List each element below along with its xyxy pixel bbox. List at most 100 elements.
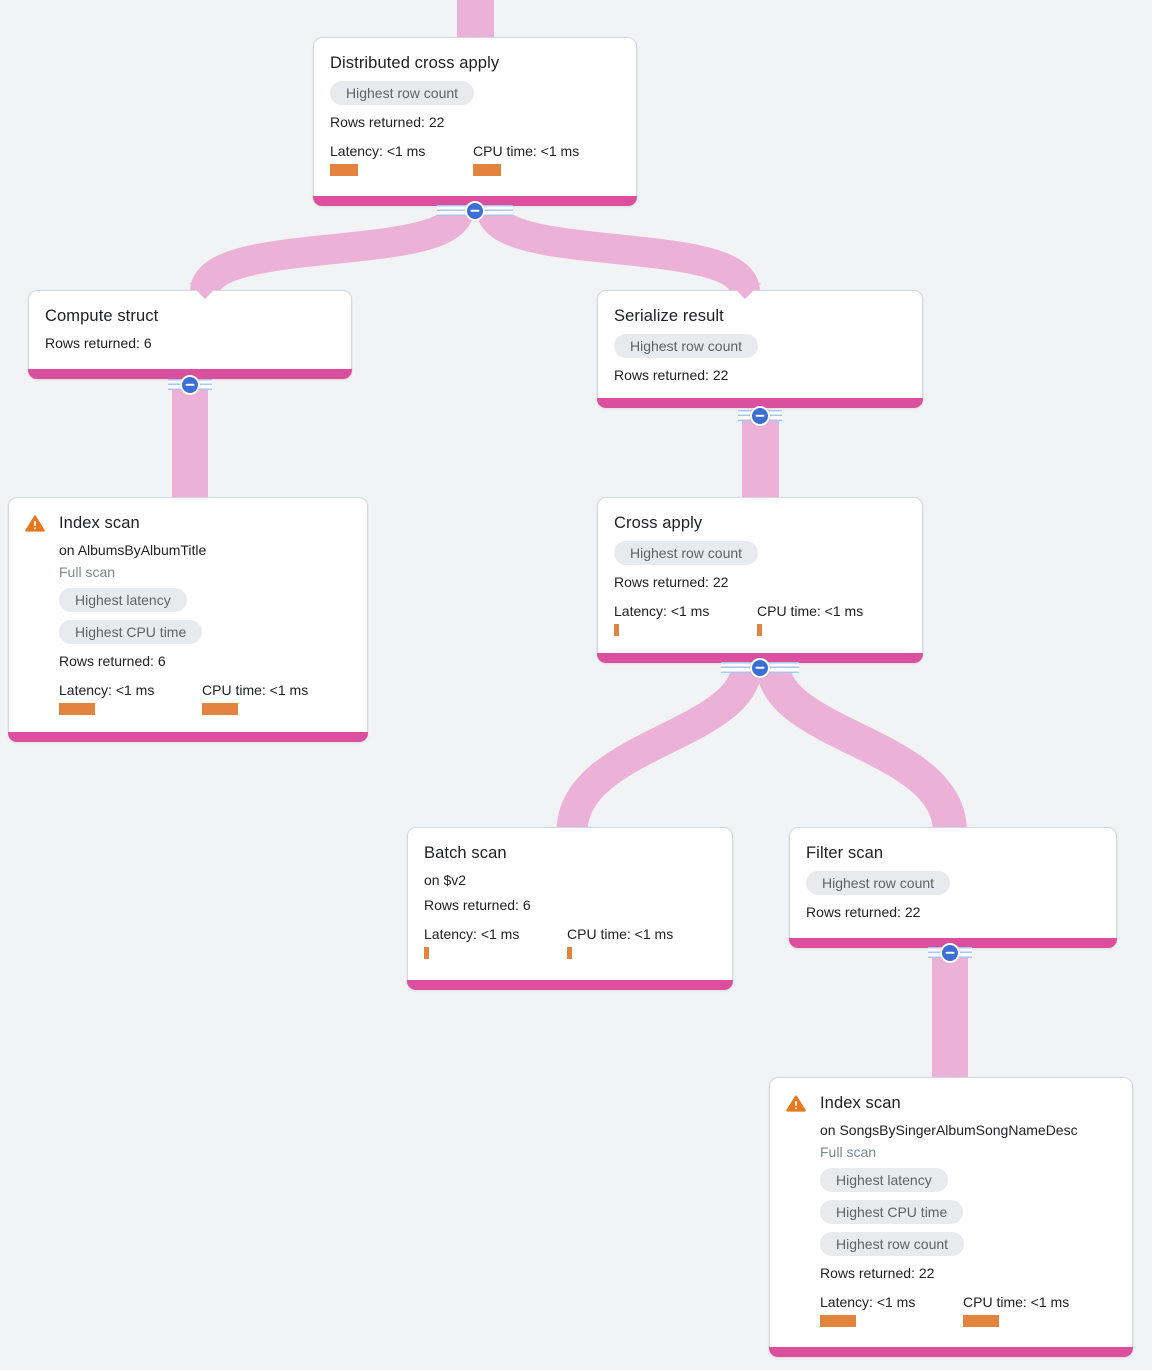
node-title: Serialize result [614, 307, 724, 325]
node-title: Batch scan [424, 844, 507, 862]
cpu-bar [567, 947, 572, 959]
node-content: on SongsBySingerAlbumSongNameDesc Full s… [820, 1122, 1116, 1327]
collapse-control-compute-struct [168, 374, 212, 395]
latency-bar [59, 703, 95, 715]
rows-returned: Rows returned: 22 [806, 904, 921, 920]
node-footer-bar [8, 732, 368, 742]
node-footer-bar [407, 980, 733, 990]
node-title: Cross apply [614, 514, 703, 532]
badge-highest-latency: Highest latency [820, 1168, 948, 1192]
scan-target: on $v2 [424, 872, 467, 888]
cpu-label: CPU time: <1 ms [202, 682, 309, 698]
collapse-control-cross-apply [721, 657, 799, 678]
minus-circle-icon[interactable] [940, 942, 960, 963]
node-card-serialize-result[interactable]: Serialize result Highest row count Rows … [597, 290, 923, 408]
badge-highest-cpu-time: Highest CPU time [59, 620, 203, 644]
badge-highest-row-count: Highest row count [614, 334, 759, 358]
link-root-to-distributed-cross-apply [457, 0, 494, 40]
latency-label: Latency: <1 ms [330, 143, 426, 159]
badge-highest-row-count: Highest row count [806, 871, 951, 895]
cpu-metric: CPU time: <1 ms [757, 603, 900, 636]
latency-label: Latency: <1 ms [424, 926, 520, 942]
minus-circle-icon[interactable] [465, 200, 485, 221]
node-title: Distributed cross apply [330, 54, 500, 72]
rows-returned: Rows returned: 22 [614, 367, 729, 383]
latency-metric: Latency: <1 ms [59, 682, 202, 715]
latency-label: Latency: <1 ms [59, 682, 155, 698]
cpu-bar [757, 624, 762, 636]
cpu-metric: CPU time: <1 ms [567, 926, 710, 959]
metrics-row: Latency: <1 ms CPU time: <1 ms [59, 682, 351, 715]
badge-highest-cpu-time: Highest CPU time [820, 1200, 964, 1224]
node-content: on AlbumsByAlbumTitle Full scan Highest … [59, 542, 351, 715]
badge-highest-latency: Highest latency [59, 588, 187, 612]
scan-target: on SongsBySingerAlbumSongNameDesc [820, 1122, 1078, 1138]
metrics-row: Latency: <1 ms CPU time: <1 ms [820, 1294, 1116, 1327]
minus-circle-icon[interactable] [180, 374, 200, 395]
latency-bar [424, 947, 429, 959]
node-card-compute-struct[interactable]: Compute struct Rows returned: 6 [28, 290, 352, 379]
cpu-bar [202, 703, 238, 715]
link-dca-to-compute-struct [190, 204, 474, 296]
warning-triangle-icon [786, 1094, 806, 1113]
cpu-metric: CPU time: <1 ms [963, 1294, 1106, 1327]
link-filter-scan-to-index-scan [932, 950, 968, 1080]
scan-note: Full scan [59, 564, 116, 580]
collapse-control-serialize-result [738, 405, 782, 426]
warning-triangle-icon [25, 514, 45, 533]
metrics-row: Latency: <1 ms CPU time: <1 ms [424, 926, 716, 959]
metrics-row: Latency: <1 ms CPU time: <1 ms [614, 603, 906, 636]
node-footer-bar [769, 1347, 1133, 1357]
node-card-cross-apply[interactable]: Cross apply Highest row count Rows retur… [597, 497, 923, 663]
badge-highest-row-count: Highest row count [330, 81, 475, 105]
latency-metric: Latency: <1 ms [330, 143, 473, 176]
minus-circle-icon[interactable] [750, 657, 770, 678]
node-card-distributed-cross-apply[interactable]: Distributed cross apply Highest row coun… [313, 37, 637, 206]
rows-returned: Rows returned: 22 [820, 1265, 935, 1281]
latency-label: Latency: <1 ms [820, 1294, 916, 1310]
link-compute-struct-to-index-scan [172, 386, 208, 502]
node-title: Index scan [59, 514, 140, 532]
cpu-label: CPU time: <1 ms [473, 143, 580, 159]
cpu-label: CPU time: <1 ms [757, 603, 864, 619]
cpu-bar [963, 1315, 999, 1327]
node-card-filter-scan[interactable]: Filter scan Highest row count Rows retur… [789, 827, 1117, 948]
link-cross-apply-to-batch-scan [556, 662, 763, 834]
metrics-row: Latency: <1 ms CPU time: <1 ms [330, 143, 620, 176]
latency-bar [820, 1315, 856, 1327]
rows-returned: Rows returned: 6 [45, 335, 152, 351]
minus-circle-icon[interactable] [750, 405, 770, 426]
badge-highest-row-count: Highest row count [820, 1232, 965, 1256]
collapse-control-distributed-cross-apply [437, 200, 513, 221]
node-title: Index scan [820, 1094, 901, 1112]
latency-metric: Latency: <1 ms [424, 926, 567, 959]
cpu-metric: CPU time: <1 ms [202, 682, 345, 715]
link-cross-apply-to-filter-scan [756, 661, 967, 834]
cpu-label: CPU time: <1 ms [963, 1294, 1070, 1310]
node-head: Index scan [25, 508, 351, 533]
scan-target: on AlbumsByAlbumTitle [59, 542, 207, 558]
latency-bar [614, 624, 619, 636]
badge-highest-row-count: Highest row count [614, 541, 759, 565]
rows-returned: Rows returned: 6 [59, 653, 166, 669]
rows-returned: Rows returned: 22 [614, 574, 729, 590]
rows-returned: Rows returned: 6 [424, 897, 531, 913]
node-title: Filter scan [806, 844, 884, 862]
node-card-index-scan-songs[interactable]: Index scan on SongsBySingerAlbumSongName… [769, 1077, 1133, 1357]
node-head: Index scan [786, 1088, 1116, 1113]
node-card-batch-scan[interactable]: Batch scan on $v2 Rows returned: 6 Laten… [407, 827, 733, 990]
collapse-control-filter-scan [928, 942, 972, 963]
cpu-metric: CPU time: <1 ms [473, 143, 616, 176]
cpu-label: CPU time: <1 ms [567, 926, 674, 942]
latency-metric: Latency: <1 ms [820, 1294, 963, 1327]
node-footer-bar [597, 398, 923, 408]
node-title: Compute struct [45, 307, 159, 325]
latency-metric: Latency: <1 ms [614, 603, 757, 636]
latency-label: Latency: <1 ms [614, 603, 710, 619]
link-dca-to-serialize-result [476, 204, 760, 296]
node-card-index-scan-albums[interactable]: Index scan on AlbumsByAlbumTitle Full sc… [8, 497, 368, 742]
latency-bar [330, 164, 358, 176]
scan-note: Full scan [820, 1144, 877, 1160]
